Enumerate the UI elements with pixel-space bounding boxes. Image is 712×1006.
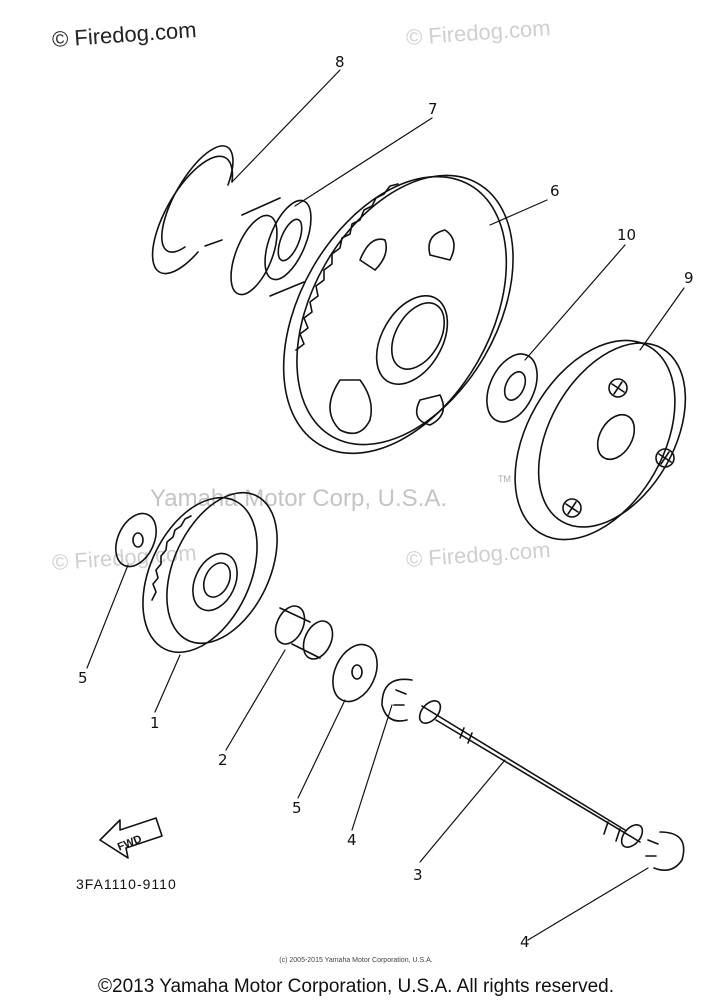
watermark-tm: TM bbox=[498, 474, 511, 484]
part-4-eclip-lower bbox=[645, 831, 685, 871]
part-9-clutch-assembly bbox=[514, 339, 687, 541]
part-2-bushing bbox=[274, 605, 334, 660]
callout-3: 3 bbox=[413, 866, 423, 884]
callout-5-lower: 5 bbox=[292, 799, 302, 817]
callout-1: 1 bbox=[150, 714, 160, 732]
callout-5-upper: 5 bbox=[78, 669, 88, 687]
part-7-bearing bbox=[230, 197, 312, 297]
part-10-washer bbox=[486, 353, 538, 423]
part-code: 3FA1110-9110 bbox=[76, 876, 177, 892]
copyright-footer: ©2013 Yamaha Motor Corporation, U.S.A. A… bbox=[98, 976, 614, 997]
part-4-eclip-upper bbox=[381, 678, 413, 722]
callout-numbers: 8 7 6 10 9 5 1 2 5 4 3 4 bbox=[78, 53, 694, 951]
callout-8: 8 bbox=[335, 53, 345, 71]
small-copyright: (c) 2005-2015 Yamaha Motor Corporation, … bbox=[279, 957, 433, 964]
callout-6: 6 bbox=[550, 182, 560, 200]
callout-7: 7 bbox=[428, 100, 438, 118]
fwd-arrow-icon bbox=[99, 817, 163, 859]
callout-4-upper: 4 bbox=[347, 831, 357, 849]
callout-4-lower: 4 bbox=[520, 933, 530, 951]
part-5-washer-upper bbox=[115, 512, 157, 568]
leader-lines bbox=[86, 69, 685, 941]
callout-9: 9 bbox=[684, 269, 694, 287]
watermark-center: Yamaha Motor Corp, U.S.A. bbox=[150, 485, 447, 512]
part-8-circlip bbox=[151, 145, 234, 275]
fwd-label: FWD bbox=[116, 833, 144, 854]
part-1-idle-gear bbox=[142, 491, 278, 654]
part-5-washer-lower bbox=[332, 643, 378, 703]
part-3-shaft bbox=[418, 699, 644, 849]
callout-2: 2 bbox=[218, 751, 228, 769]
callout-10: 10 bbox=[617, 226, 636, 244]
part-6-starter-wheel-gear bbox=[282, 174, 514, 455]
